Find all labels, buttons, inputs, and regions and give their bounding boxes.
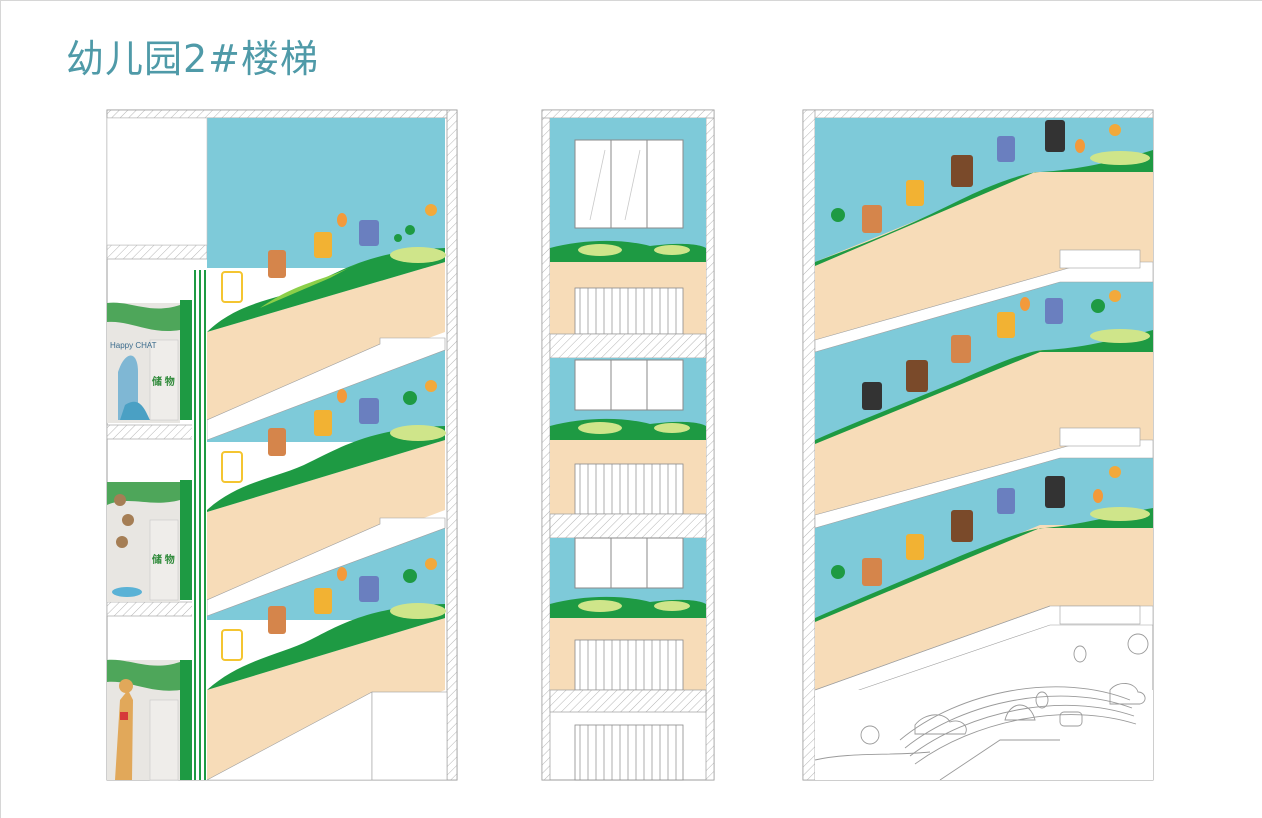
animal-frames-floor-2 bbox=[221, 380, 437, 483]
interior-photo-3 bbox=[107, 659, 180, 781]
page-title: 幼儿园2#楼梯 bbox=[66, 37, 320, 81]
animal-frames-floor-1 bbox=[221, 204, 437, 303]
ground-floor-line-art bbox=[814, 633, 1153, 781]
photo-sign-storage-2: 储 物 bbox=[151, 553, 175, 566]
interior-photo-1: Happy CHAT 储 物 bbox=[107, 302, 180, 423]
upper-opening bbox=[106, 117, 208, 246]
floor-slabs bbox=[106, 244, 208, 617]
photo-sign-happy-chat: Happy CHAT bbox=[110, 341, 157, 350]
middle-floor-3 bbox=[549, 537, 707, 781]
right-stair-steps bbox=[814, 249, 1154, 706]
right-stair-elevation bbox=[802, 109, 1154, 781]
grass-hills bbox=[207, 247, 446, 690]
green-stripe-pillar bbox=[180, 270, 207, 780]
right-animal-frames-floor-1 bbox=[831, 120, 1121, 233]
right-grass-hills bbox=[815, 150, 1153, 622]
left-stair-elevation: Happy CHAT 储 物 储 物 bbox=[106, 109, 458, 781]
middle-window-elevation bbox=[541, 109, 715, 781]
middle-floor-2 bbox=[549, 358, 707, 539]
photo-sign-storage-1: 储 物 bbox=[151, 375, 175, 388]
animal-frames-floor-3 bbox=[221, 558, 437, 661]
stair-wall-bands bbox=[207, 262, 445, 780]
right-animal-frames-floor-2 bbox=[862, 290, 1121, 410]
page-border-left bbox=[0, 0, 1, 818]
page-border-top bbox=[0, 0, 1262, 1]
right-animal-frames-floor-3 bbox=[831, 466, 1121, 586]
middle-floor-1 bbox=[549, 118, 707, 359]
right-stair-wall-bands bbox=[815, 172, 1153, 690]
interior-photo-2: 储 物 bbox=[107, 482, 180, 602]
